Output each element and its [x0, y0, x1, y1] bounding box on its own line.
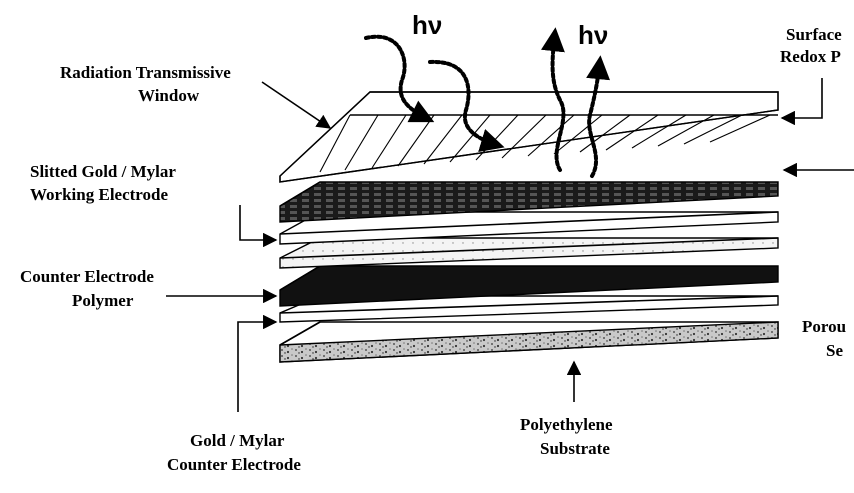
layer-gold-mylar-counter-electrode — [279, 295, 779, 323]
label-gold-mylar-counter-electrode: Gold / Mylar Counter Electrode — [167, 314, 301, 474]
svg-text:Slitted Gold / Mylar: Slitted Gold / Mylar — [30, 162, 176, 181]
svg-text:Se: Se — [826, 341, 843, 360]
layer-radiation-transmissive-window — [279, 91, 779, 183]
label-counter-electrode-polymer: Counter Electrode Polymer — [20, 267, 278, 310]
svg-text:Polyethylene: Polyethylene — [520, 415, 613, 434]
window-slits — [319, 114, 771, 173]
hv-outgoing-label: hν — [578, 20, 608, 50]
svg-text:Porou: Porou — [802, 317, 846, 336]
layer-slitted-gold-mylar-working-electrode — [279, 181, 779, 223]
svg-text:Radiation Transmissive: Radiation Transmissive — [60, 63, 231, 82]
svg-text:Counter Electrode: Counter Electrode — [20, 267, 154, 286]
label-polyethylene-substrate: Polyethylene Substrate — [520, 360, 613, 458]
label-radiation-transmissive-window: Radiation Transmissive Window — [60, 63, 332, 129]
outgoing-photon-arrows — [541, 27, 611, 178]
svg-text:Working Electrode: Working Electrode — [30, 185, 168, 204]
svg-text:Window: Window — [138, 86, 200, 105]
layer-porous-separator — [279, 237, 779, 269]
svg-text:Counter Electrode: Counter Electrode — [167, 455, 301, 474]
label-slitted-gold-mylar-working-electrode: Slitted Gold / Mylar Working Electrode — [30, 162, 278, 248]
svg-text:Surface: Surface — [786, 25, 842, 44]
label-surface-redox: Surface Redox P — [780, 25, 842, 126]
svg-text:Substrate: Substrate — [540, 439, 610, 458]
layer-counter-electrode-polymer — [279, 265, 779, 307]
svg-text:Gold / Mylar: Gold / Mylar — [190, 431, 285, 450]
incoming-photon-arrows — [364, 34, 505, 152]
svg-text:Redox P: Redox P — [780, 47, 841, 66]
layer-thin-white-film — [279, 211, 779, 245]
layer-polyethylene-substrate — [279, 321, 779, 363]
label-porous-separator: Porou Se — [782, 162, 854, 360]
svg-text:Polymer: Polymer — [72, 291, 134, 310]
hv-incoming-label: hν — [412, 10, 442, 40]
